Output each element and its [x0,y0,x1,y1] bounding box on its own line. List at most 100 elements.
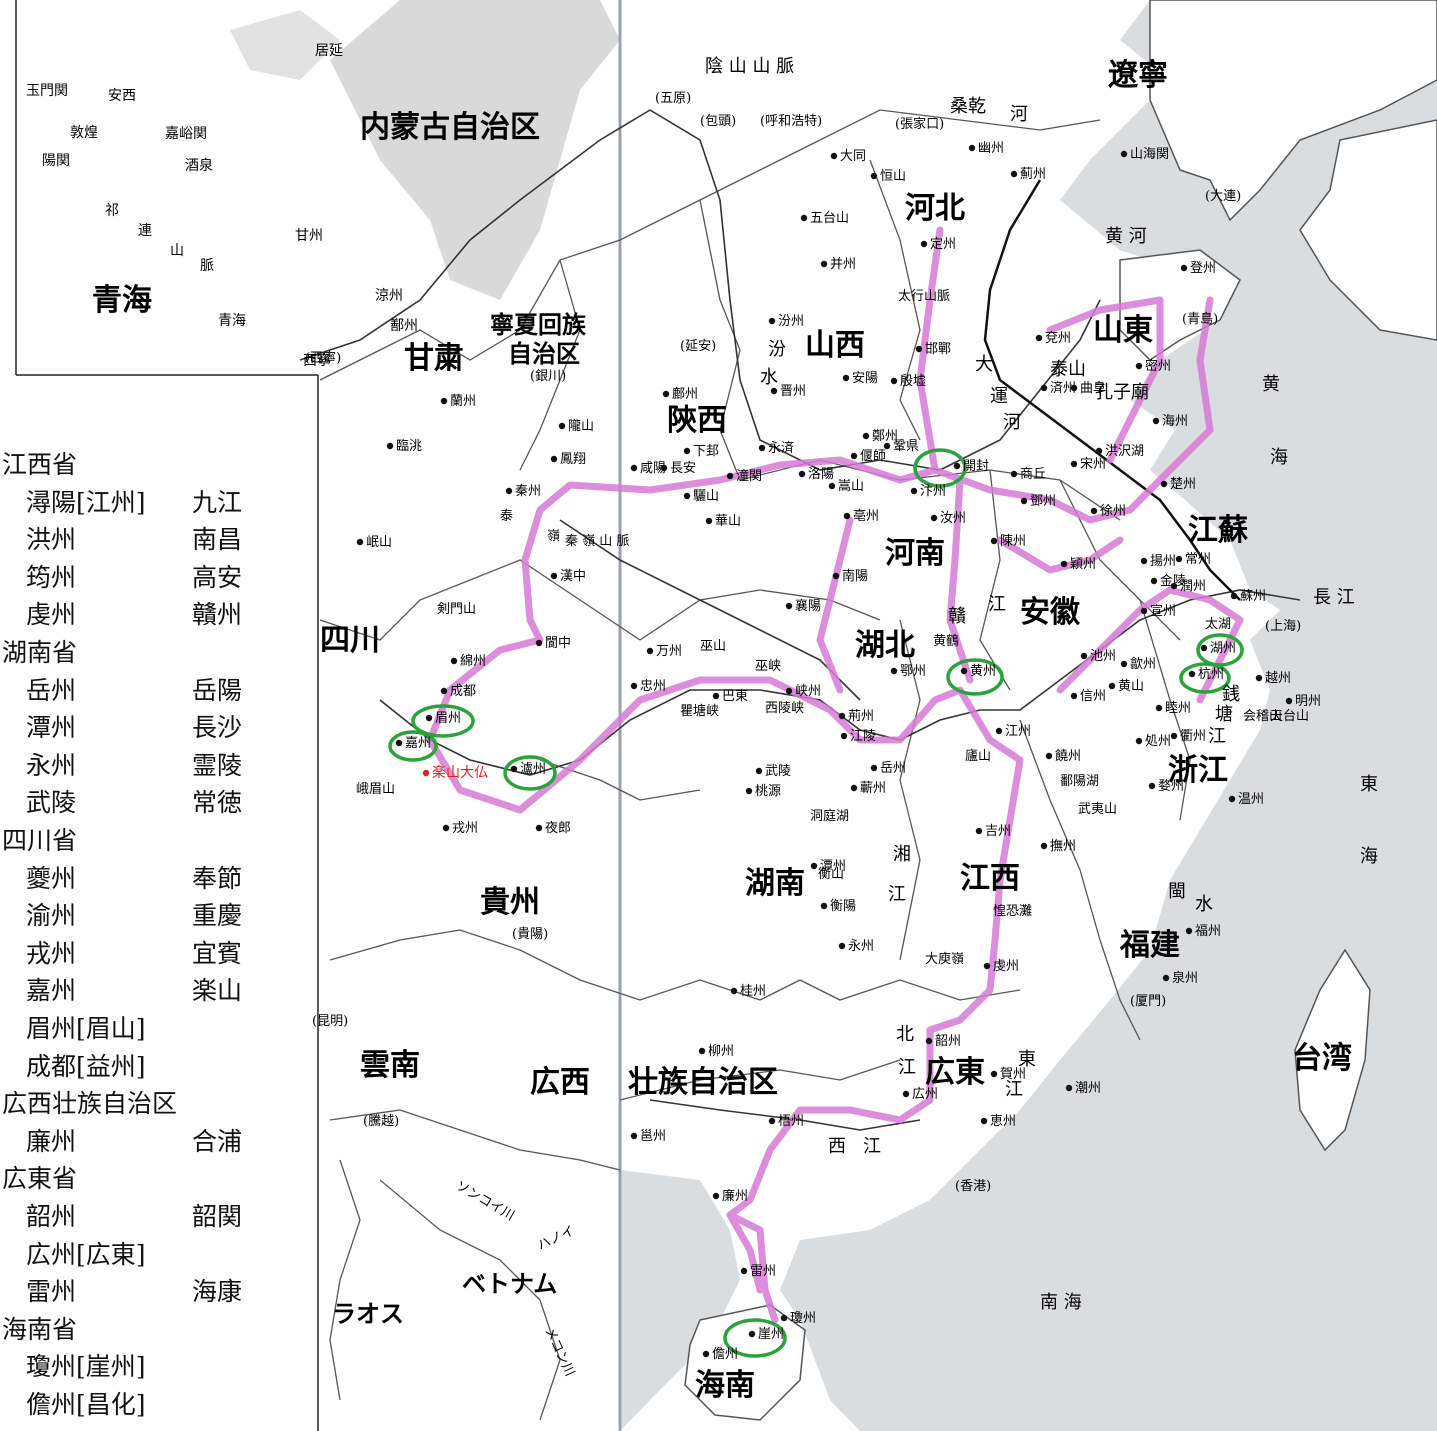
city-marker: 桂州 [730,984,766,999]
city-dot [862,432,870,440]
city-marker: 偃師 [850,449,886,464]
province-label: 貴州 [480,885,540,920]
inset-label: 西寧 [303,352,331,369]
route-jiangsu [996,536,1124,574]
geo-label: 南 海 [1040,1292,1082,1313]
legend-modern-name: 岳陽 [192,675,243,705]
legend-modern-name: 韶関 [192,1202,243,1231]
city-dot [990,537,998,545]
province-label: 壮族自治区 [628,1065,778,1100]
legend-old-name: 瓊州[崖州] [26,1352,146,1382]
city-label: 幽州 [978,141,1004,156]
city-dot [1185,927,1193,935]
province-label: 河北 [905,191,965,226]
city-label: 睦州 [1165,700,1191,716]
geo-label: 巫山 [700,639,726,654]
legend-province-heading: 広西壮族自治区 [2,1089,178,1119]
city-label: 定州 [930,237,956,252]
legend-modern-name: 海康 [192,1277,243,1307]
city-dot [920,240,928,248]
legend-province-heading: 湖南省 [2,638,78,667]
city-dot [740,1267,748,1275]
city-dot [550,572,558,580]
city-dot [1155,704,1163,712]
route-main [426,226,1024,1324]
city-dot [1230,592,1238,600]
city-dot [726,472,734,480]
geo-label: 瞿塘峡 [680,703,719,719]
city-dot [705,517,713,525]
geo-label: 河 [1003,412,1021,433]
city-marker: 賀州 [990,1067,1026,1082]
city-marker: 鄜州 [662,386,698,402]
city-marker: 湖州 [1200,641,1236,656]
geo-label: 江 [1208,726,1226,747]
province-label: 福建 [1119,928,1180,963]
city-dot [810,862,818,870]
legend-province-heading: 江西省 [2,450,78,479]
yellow-river [299,109,1101,471]
geo-label: 泰山 [1050,359,1086,380]
city-label: 秦州 [515,484,541,499]
city-label: 并州 [830,257,856,272]
province-label: 湖南 [745,866,805,901]
city-label: 婺州 [1158,778,1184,794]
city-dot [510,765,518,773]
city-marker: 江州 [995,724,1031,739]
geo-label: 剣門山 [437,602,476,617]
city-dot [883,442,891,450]
city-dot [890,377,898,385]
legend-modern-name: 合浦 [192,1126,243,1156]
city-dot [712,692,720,700]
province-label: 山東 [1093,313,1153,348]
geo-labels: 陰 山 山 脈 黄 河 太行山脈 泰山 孔子廟 秦 嶺 山 脈 巫山 巫峡 西陵… [356,56,1378,1379]
city-dot [558,422,566,430]
geo-label: 巫峡 [755,659,781,674]
city-dot [910,487,918,495]
city-dot [440,397,448,405]
city-label: 杭州 [1198,667,1224,682]
city-dot [395,739,403,747]
city-label: 衢州 [1180,729,1206,744]
legend-modern-name: 霊陵 [192,750,243,780]
city-marker: 潼関 [726,468,762,484]
highlight-huangzhou [946,658,1004,696]
city-dot [730,987,738,995]
province-label: 雲南 [360,1048,420,1083]
city-label: 賀州 [1000,1067,1026,1082]
city-dot [440,687,448,695]
city-label: 饒州 [1055,748,1081,764]
geo-label: 江 [988,594,1006,615]
city-marker: 吉州 [975,824,1011,839]
city-marker: 洪沢湖 [1095,444,1144,459]
city-label: 蘇州 [1240,589,1266,604]
province-label: 海南 [695,1368,755,1403]
legend-province-heading: 海南省 [2,1314,78,1344]
city-marker: 殷墟 [890,374,926,389]
geo-label: 贛 [948,606,966,627]
city-marker: 常州 [1175,552,1211,567]
city-label: 海州 [1162,414,1188,429]
country-labels: ベトナム ラオス [332,1269,557,1328]
city-marker: 潮州 [1065,1081,1101,1096]
city-dot [768,1117,776,1125]
city-marker: 汴州 [910,484,946,499]
city-marker: 登州 [1180,261,1216,276]
city-label: 衡陽 [830,899,856,914]
province-label: 山西 [805,328,865,363]
city-dot [702,1350,710,1358]
city-label: 撫州 [1050,839,1076,854]
city-marker: 杭州 [1188,667,1224,682]
city-marker: 徐州 [1090,504,1126,519]
city-label: 登州 [1190,261,1216,276]
geo-label: 湘 [893,844,911,865]
geo-label: メコン川 [541,1325,577,1378]
city-dot [843,512,851,520]
city-dot [758,444,766,452]
city-marker: 商丘 [1010,467,1046,482]
city-marker: 恵州 [980,1114,1016,1129]
city-marker: 漢中 [550,569,586,584]
route-jiangnan [1056,586,1244,704]
city-marker: 海州 [1152,414,1188,429]
